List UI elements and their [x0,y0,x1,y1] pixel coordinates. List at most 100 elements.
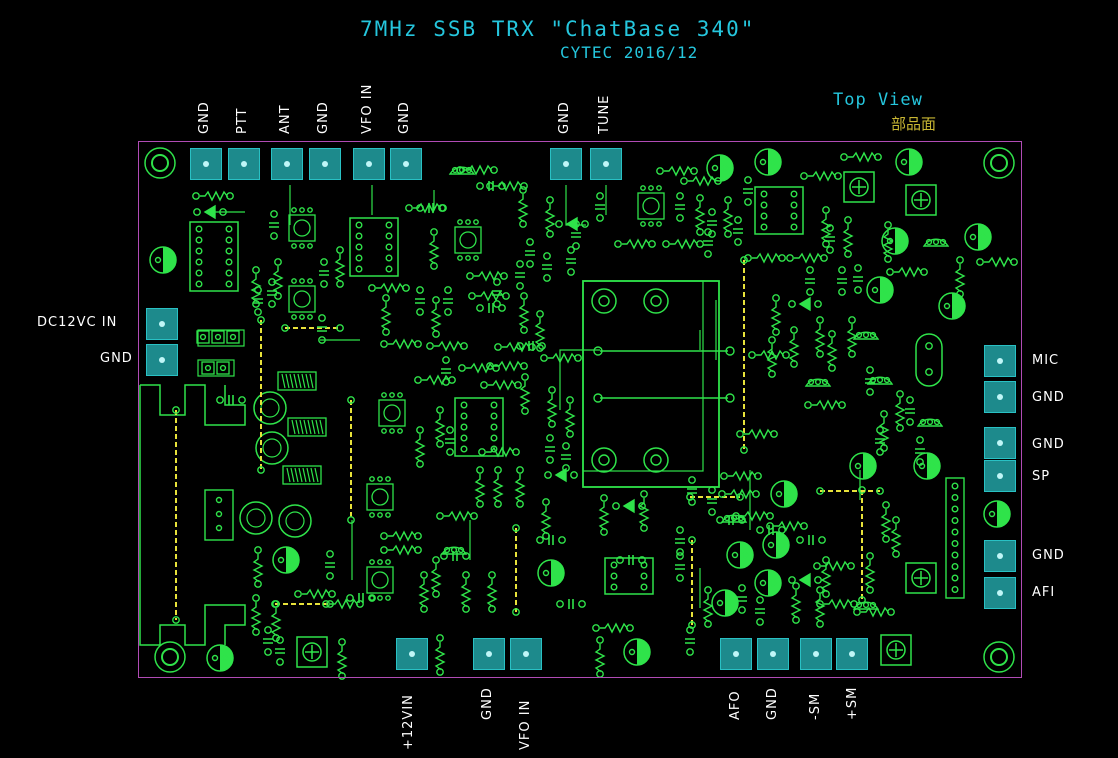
resistor [272,266,284,295]
capacitor [528,341,534,351]
pad-hole [881,286,889,294]
resistor [752,252,781,264]
resistor [688,175,717,187]
electrolytic-capacitor [720,155,733,181]
pad-hole [355,232,363,240]
pad-hole [543,274,551,282]
resistor [540,506,552,535]
pad-hole [516,342,524,350]
pad-hole [640,583,648,591]
resistor [414,434,426,463]
pad-hole [566,396,574,404]
pad-hole [355,265,363,273]
pad-hole [928,462,936,470]
pad-hole [488,571,496,579]
board-credit: CYTEC 2016/12 [560,43,699,62]
toroid [253,391,287,425]
toroid [239,501,273,535]
resistor [430,304,442,333]
pad-hole [430,228,438,236]
pad-hole [838,266,846,274]
trimmer [914,193,928,207]
power-transistor [204,489,234,541]
pad-hole [555,220,563,228]
capacitor [545,446,555,452]
pad-hole [738,606,746,614]
pad-hole [385,476,391,482]
pad-hole [596,636,604,644]
connector-pad [473,638,505,670]
pad-hole [326,550,334,558]
resistor [622,238,651,250]
pad-hole [380,546,388,554]
resistor [744,428,773,440]
pad-hole [855,331,863,339]
pad-hole [458,166,466,174]
pad-hole [826,246,834,254]
resistor [728,470,757,482]
pad-hole [195,247,203,255]
pad-hole [734,216,742,224]
trace [559,349,600,410]
resistor [434,642,446,671]
trimmer [905,562,937,594]
pad-hole [299,207,305,213]
pad-hole [756,596,764,604]
pin [201,361,215,375]
pad-hole [760,190,768,198]
pad-hole [432,556,440,564]
pad-hole [276,636,284,644]
pad-hole [346,594,354,602]
pad-hole [192,192,200,200]
capacitor [267,290,277,296]
pad-hole [274,258,282,266]
mount-hole [990,648,1008,666]
pad-hole [848,316,856,324]
pad-hole [704,250,712,258]
trimmer [852,180,866,194]
pad-hole [257,466,265,474]
toroid [262,438,282,458]
capacitor [707,498,717,504]
trimmer [886,640,906,660]
pad-hole [979,233,987,241]
resistor [548,352,577,364]
coil [286,467,291,483]
pad-hole [708,508,716,516]
connector-pad [390,148,422,180]
resistor [376,282,405,294]
pad-hole [494,343,502,351]
pad-hole [490,423,498,431]
resistor [774,520,803,532]
pad-hole [355,254,363,262]
pad-hole [596,214,604,222]
coil [366,483,394,511]
connector-pad [720,638,752,670]
trimmer [880,634,912,666]
pad-hole [951,563,959,571]
pad-hole [225,258,233,266]
resistor [517,194,529,223]
connector-pad [396,638,428,670]
resistor [330,598,359,610]
resistor [848,151,877,163]
pad-hole [252,594,260,602]
capacitor [707,220,717,226]
pad-hole [581,220,589,228]
pad-hole [195,269,203,277]
coil [282,465,322,485]
pad-hole [219,364,227,372]
pad-hole [369,595,375,601]
pad-hole [544,471,552,479]
pad-hole [818,536,826,544]
pad-hole [490,445,498,453]
pad-hole [193,208,201,216]
capacitor [441,368,451,374]
pad-hole [536,310,544,318]
capacitor [675,564,685,570]
right-label-gnd-2: GND [1032,437,1065,452]
pad-hole [436,634,444,642]
pad-hole [640,185,646,191]
diode [622,498,635,514]
pad-hole [886,268,894,276]
